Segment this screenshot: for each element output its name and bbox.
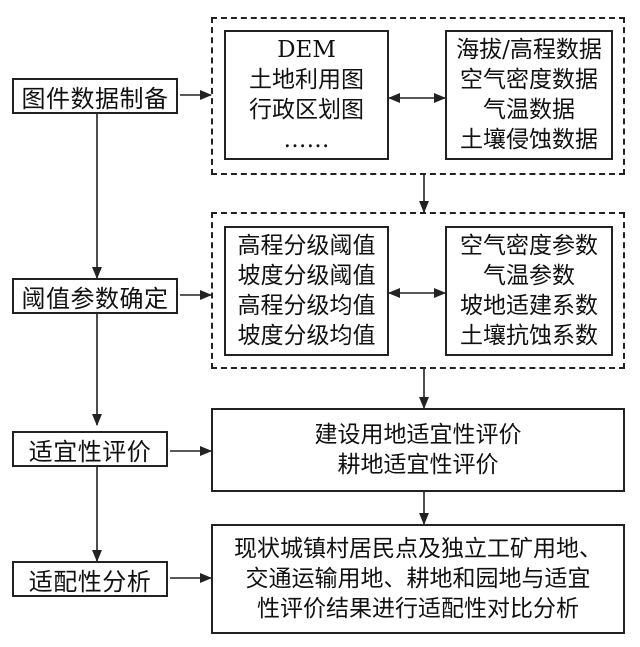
analysis-box: 现状城镇村居民点及独立工矿用地、 交通运输用地、耕地和园地与适宜 性评价结果进行…: [211, 524, 625, 634]
stage-data-preparation-label: 图件数据制备: [21, 84, 169, 113]
threshold-value-item: 高程分级阈值: [237, 233, 376, 259]
threshold-values-box: 高程分级阈值 坡度分级阈值 高程分级均值 坡度分级均值: [224, 226, 389, 356]
derived-data-item: 土壤侵蚀数据: [460, 127, 598, 153]
evaluation-item: 耕地适宜性评价: [337, 452, 499, 478]
data-source-item: ……: [283, 127, 330, 153]
data-group-frame: [211, 17, 625, 175]
parameter-value-item: 气温参数: [483, 263, 575, 289]
parameter-values-box: 空气密度参数 气温参数 坡地适建系数 土壤抗蚀系数: [445, 226, 613, 356]
parameter-value-item: 坡地适建系数: [460, 293, 598, 319]
analysis-line: 现状城镇村居民点及独立工矿用地、: [234, 536, 602, 562]
evaluation-box: 建设用地适宜性评价 耕地适宜性评价: [211, 408, 625, 492]
analysis-line: 交通运输用地、耕地和园地与适宜: [245, 566, 591, 592]
derived-data-item: 气温数据: [483, 97, 575, 123]
threshold-group-frame: [211, 212, 625, 369]
derived-data-box: 海拔/高程数据 空气密度数据 气温数据 土壤侵蚀数据: [445, 30, 613, 160]
analysis-line: 性评价结果进行适配性对比分析: [257, 596, 579, 622]
parameter-value-item: 空气密度参数: [460, 233, 598, 259]
threshold-value-item: 坡度分级阈值: [237, 263, 376, 289]
threshold-value-item: 坡度分级均值: [237, 323, 376, 349]
data-source-item: 行政区划图: [249, 97, 364, 123]
stage-data-preparation: 图件数据制备: [12, 78, 178, 114]
stage-compatibility-analysis: 适配性分析: [12, 561, 168, 597]
stage-suitability-evaluation: 适宜性评价: [12, 431, 168, 467]
data-source-item: DEM: [277, 37, 336, 63]
evaluation-item: 建设用地适宜性评价: [314, 422, 522, 448]
stage-suitability-evaluation-label: 适宜性评价: [28, 437, 152, 466]
derived-data-item: 空气密度数据: [460, 67, 598, 93]
stage-threshold-determination: 阈值参数确定: [12, 278, 178, 314]
threshold-value-item: 高程分级均值: [237, 293, 376, 319]
data-source-item: 土地利用图: [249, 67, 364, 93]
stage-threshold-determination-label: 阈值参数确定: [21, 284, 169, 313]
data-source-box: DEM 土地利用图 行政区划图 ……: [224, 30, 389, 160]
stage-compatibility-analysis-label: 适配性分析: [28, 567, 152, 596]
parameter-value-item: 土壤抗蚀系数: [460, 323, 598, 349]
derived-data-item: 海拔/高程数据: [456, 37, 602, 63]
